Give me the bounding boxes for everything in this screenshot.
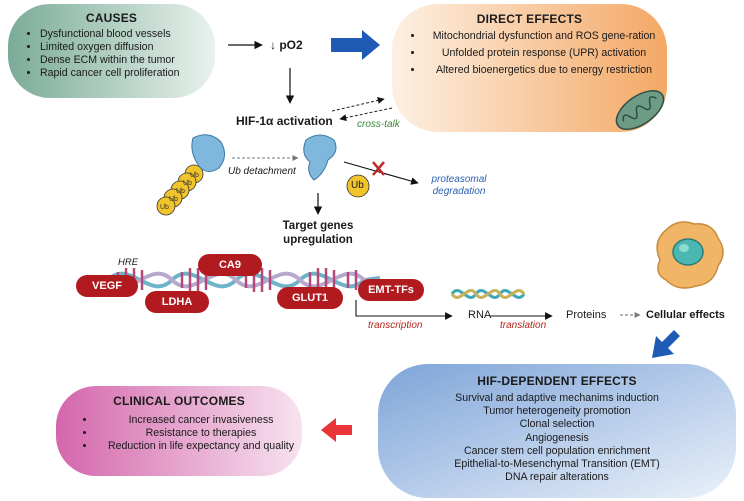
- proteins-label: Proteins: [566, 309, 607, 321]
- hif-protein-left-icon: [191, 134, 225, 172]
- ub-label: Ub: [351, 180, 364, 191]
- svg-text:Ub: Ub: [160, 204, 169, 211]
- svg-text:Ub: Ub: [169, 196, 178, 203]
- hif-effects-box-bg: [378, 364, 736, 498]
- direct-effects-item: Unfolded protein response (UPR) activati…: [424, 47, 664, 60]
- hif-effects-item: Clonal selection: [519, 418, 595, 431]
- ub-chain-icon: Ub Ub Ub Ub Ub: [156, 164, 204, 216]
- hif-effects-item: Angiogenesis: [525, 431, 589, 444]
- clinical-box-bg: [56, 386, 302, 476]
- cancer-cell-icon: [656, 221, 724, 289]
- hif-effects-title: HIF-DEPENDENT EFFECTS: [477, 374, 637, 388]
- target-genes-label: Target genes upregulation: [282, 220, 354, 246]
- causes-item: Dysfunctional blood vessels: [40, 28, 230, 41]
- transcription-label: transcription: [368, 320, 423, 331]
- direct-effects-item: Mitochondrial dysfunction and ROS gene-r…: [424, 30, 664, 43]
- mitochondrion-icon: [615, 89, 665, 131]
- hif-activation-label: HIF-1α activation: [236, 114, 333, 128]
- cross-talk-label: cross-talk: [357, 119, 400, 130]
- hif-effects-item: Survival and adaptive mechanims inductio…: [455, 392, 659, 404]
- clinical-outcomes-item: Reduction in life expectancy and quality: [96, 440, 306, 453]
- rna-label: RNA: [468, 309, 492, 321]
- svg-text:Ub: Ub: [183, 180, 192, 187]
- clinical-outcomes-title: CLINICAL OUTCOMES: [113, 394, 245, 408]
- gene-badge-emt-tfs: EMT-TFs: [358, 279, 424, 301]
- direct-effects-title: DIRECT EFFECTS: [476, 12, 583, 26]
- causes-item: Rapid cancer cell proliferation: [40, 67, 230, 80]
- direct-effects-box-bg: [392, 4, 667, 132]
- direct-effects-item: Altered bioenergetics due to energy rest…: [424, 64, 664, 77]
- causes-item: Dense ECM within the tumor: [40, 54, 230, 67]
- svg-text:Ub: Ub: [176, 188, 185, 195]
- blue-arrow-diagonal: [652, 330, 680, 358]
- arrow-transcription: [355, 300, 453, 320]
- hif-effects-item: Cancer stem cell population enrichment: [463, 444, 651, 457]
- hif-effects-item: DNA repair alterations: [505, 471, 609, 484]
- hre-label: HRE: [118, 257, 139, 268]
- clinical-outcomes-item: Resistance to therapies: [96, 427, 306, 440]
- direct-effects-list: Mitochondrial dysfunction and ROS gene-r…: [410, 30, 664, 77]
- po2-label: ↓ pO2: [270, 38, 303, 52]
- causes-box-bg: [8, 4, 215, 98]
- causes-title: CAUSES: [85, 11, 138, 25]
- crosstalk-arrow-2: [339, 107, 393, 122]
- hif-effects-item: Tumor heterogeneity promotion: [483, 405, 631, 418]
- clinical-outcomes-list: Increased cancer invasiveness Resistance…: [82, 414, 306, 453]
- blocked-x-icon: [372, 161, 385, 176]
- blue-arrow-right: [331, 30, 380, 60]
- gene-badge-vegf: VEGF: [76, 275, 138, 297]
- proteasomal-label: proteasomal degradation: [431, 174, 487, 197]
- causes-list: Dysfunctional blood vessels Limited oxyg…: [26, 28, 230, 80]
- hif-protein-center-icon: [303, 134, 337, 181]
- red-arrow-left: [321, 418, 352, 442]
- svg-text:Ub: Ub: [190, 172, 199, 179]
- clinical-outcomes-item: Increased cancer invasiveness: [96, 414, 306, 427]
- gene-badge-ldha: LDHA: [145, 291, 209, 313]
- gene-badge-glut1: GLUT1: [277, 287, 343, 309]
- ub-detachment-label: Ub detachment: [228, 166, 296, 177]
- hif-effects-item: Epithelial-to-Mesenchymal Transition (EM…: [454, 458, 660, 471]
- causes-item: Limited oxygen diffusion: [40, 41, 230, 54]
- rna-helix-icon: [450, 289, 526, 299]
- ub-single-icon: [346, 174, 370, 198]
- translation-label: translation: [500, 320, 547, 331]
- crosstalk-arrow-1: [331, 97, 385, 112]
- gene-badge-ca9: CA9: [198, 254, 262, 276]
- cellular-effects-label: Cellular effects: [646, 309, 725, 321]
- hif-effects-list: Survival and adaptive mechanims inductio…: [378, 392, 736, 484]
